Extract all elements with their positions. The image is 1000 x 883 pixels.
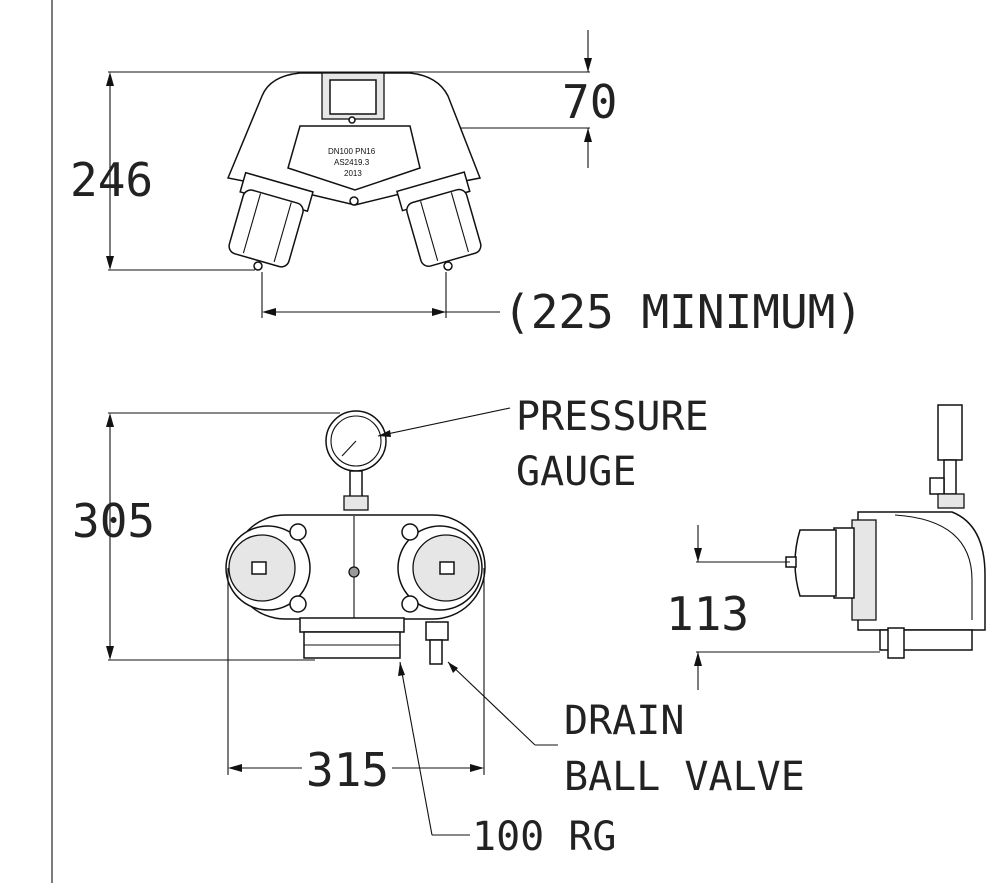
dim-70-text: 70 — [562, 75, 617, 129]
label-drain: DRAIN — [564, 698, 684, 744]
dim-225-text: (225 MINIMUM) — [503, 285, 863, 339]
drain-leader-arrow — [448, 662, 458, 673]
top-plate-screw — [348, 116, 356, 124]
dim-315-arrow-left — [228, 764, 242, 772]
plate-text-line1: DN100 PN16 — [328, 147, 376, 156]
label-inlet: 100 RG — [472, 814, 617, 860]
dim-305-arrow-bottom — [106, 646, 114, 660]
side-outlet — [833, 527, 855, 599]
inlet-leader-arrow — [398, 662, 405, 676]
drain-leader — [447, 661, 536, 746]
top-view: DN100 PN16 AS2419.3 2013 246 70 (225 MIN… — [70, 30, 863, 339]
side-body-elbow — [894, 514, 973, 620]
drain-valve-body — [425, 621, 449, 641]
dim-246-text: 246 — [70, 153, 153, 207]
pressure-gauge-needle — [341, 440, 357, 457]
front-right-cap-lug — [439, 561, 455, 575]
side-view: 113 — [666, 404, 986, 690]
dim-315-text: 315 — [306, 743, 389, 797]
top-centre-spigot-inner — [329, 79, 377, 115]
inlet-leader — [399, 661, 433, 836]
front-centre-plug — [348, 566, 360, 578]
front-view: 305 315 PRESSURE GAUGE DRAIN BALL VALVE … — [72, 394, 805, 860]
label-ball-valve: BALL VALVE — [564, 754, 805, 800]
pressure-gauge-face — [330, 415, 382, 467]
side-body — [857, 511, 986, 631]
dim-113-arrow-bottom — [694, 652, 702, 666]
top-name-plate — [287, 125, 421, 191]
dim-305-text: 305 — [72, 494, 155, 548]
front-right-bolt-bottom — [401, 595, 419, 613]
dim-225-arrow-left — [262, 308, 276, 316]
top-left-cap-nub — [253, 261, 263, 271]
gauge-leader-arrow — [378, 430, 391, 437]
front-left-bolt-bottom — [289, 595, 307, 613]
dim-315-arrow-right — [470, 764, 484, 772]
dim-70-arrow-bottom — [584, 128, 592, 142]
front-right-bolt-top — [401, 523, 419, 541]
front-left-cap-lug — [251, 561, 267, 575]
front-base-upper — [299, 617, 405, 633]
side-gauge-fitting — [929, 477, 945, 495]
label-gauge: GAUGE — [516, 449, 636, 495]
top-right-outlet — [396, 171, 482, 268]
top-left-outlet — [228, 171, 314, 268]
side-gauge-stem — [943, 459, 957, 495]
side-drain — [887, 627, 905, 659]
label-pressure: PRESSURE — [516, 394, 709, 440]
dim-113-text: 113 — [666, 587, 749, 641]
side-outlet-cap — [794, 529, 837, 597]
side-body-flange — [851, 519, 877, 621]
dim-246-arrow-bottom — [106, 256, 114, 270]
plate-text-line2: AS2419.3 — [334, 158, 370, 167]
drain-valve-handle — [429, 639, 443, 665]
side-gauge — [937, 404, 963, 461]
dim-246-arrow-top — [106, 72, 114, 86]
top-drain-plug — [349, 196, 359, 206]
front-left-bolt-top — [289, 523, 307, 541]
dim-113-arrow-top — [694, 548, 702, 562]
top-right-cap-nub — [443, 261, 453, 271]
gauge-leader — [377, 407, 511, 437]
dim-70-arrow-top — [584, 58, 592, 72]
dim-225-arrow-right — [432, 308, 446, 316]
side-gauge-nut — [937, 493, 965, 509]
dim-305-arrow-top — [106, 413, 114, 427]
gauge-nut — [343, 495, 369, 511]
plate-text-line3: 2013 — [344, 169, 362, 178]
